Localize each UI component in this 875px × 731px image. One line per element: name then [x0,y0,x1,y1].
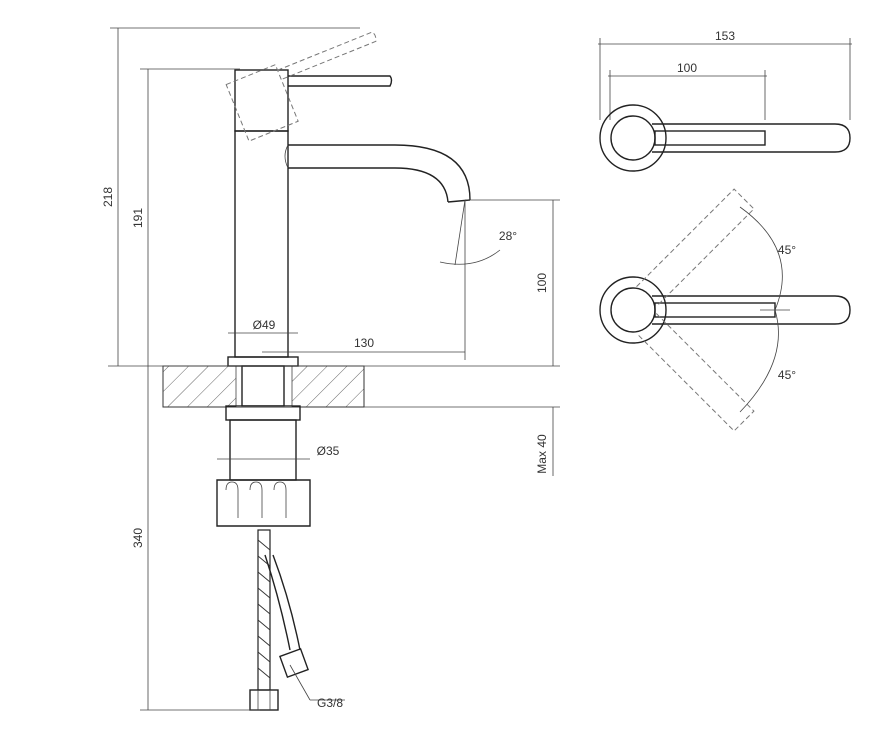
dim-deck-thickness: Max 40 [535,434,549,474]
dim-spout-height: 100 [535,273,549,293]
dim-body-diameter: Ø49 [253,318,276,332]
dim-thread-diameter: Ø35 [317,444,340,458]
top-view-centered: 153 100 [598,29,852,172]
dimension-lines-body [217,199,560,701]
dim-spout-angle: 28° [499,229,517,243]
swing-angle-down: 45° [778,368,796,382]
dim-height-body: 191 [131,208,145,228]
dimension-lines-left [108,27,560,711]
top-dim-overall: 153 [715,29,735,43]
dim-height-total: 218 [101,187,115,207]
dim-connection: G3/8 [317,696,343,710]
top-dim-handle: 100 [677,61,697,75]
top-view-swing: 45° 45° [599,188,851,432]
flex-hoses [249,529,309,711]
swing-angle-up: 45° [778,243,796,257]
dim-reach: 130 [354,336,374,350]
countertop-section [162,365,365,408]
dim-hose-length: 340 [131,528,145,548]
side-view: 218 191 Ø49 130 28° 100 Max 40 Ø35 340 G… [101,27,560,711]
faucet-body [225,31,471,367]
